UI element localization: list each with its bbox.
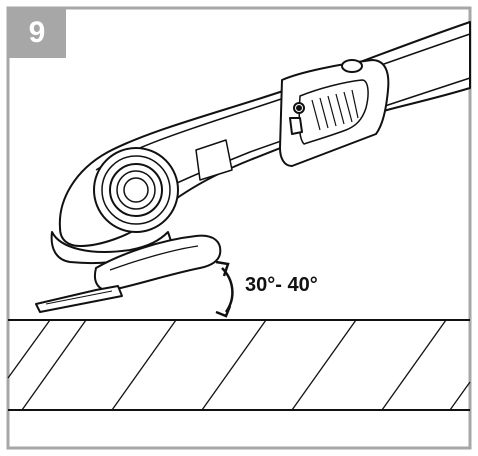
blade — [35, 285, 123, 313]
vent-panel — [195, 139, 233, 181]
step-number-badge: 9 — [8, 8, 66, 58]
angle-label: 30°- 40° — [245, 274, 318, 296]
top-knob — [341, 59, 363, 73]
workpiece-hatching — [7, 319, 471, 411]
lock-icon — [289, 117, 303, 135]
switch-grip-lines — [311, 89, 359, 131]
panel-border — [6, 6, 472, 450]
angle-arrowhead-top — [215, 260, 230, 277]
tool-shoe — [94, 234, 222, 292]
clamp-knob-center — [123, 177, 149, 203]
speed-dial-center — [296, 105, 302, 111]
clamp-knob — [109, 163, 163, 217]
tool-head-ring — [101, 155, 171, 225]
hatched-workpiece — [7, 319, 471, 411]
curved-double-arrow-icon — [215, 260, 234, 318]
clamp-knob-inner — [116, 170, 156, 210]
angle-arrowhead-bottom — [215, 305, 232, 318]
tool-shoe-contour — [109, 245, 199, 271]
multi-tool-illustration — [35, 21, 471, 313]
blade-edge — [45, 290, 113, 305]
switch-slot — [298, 79, 369, 145]
